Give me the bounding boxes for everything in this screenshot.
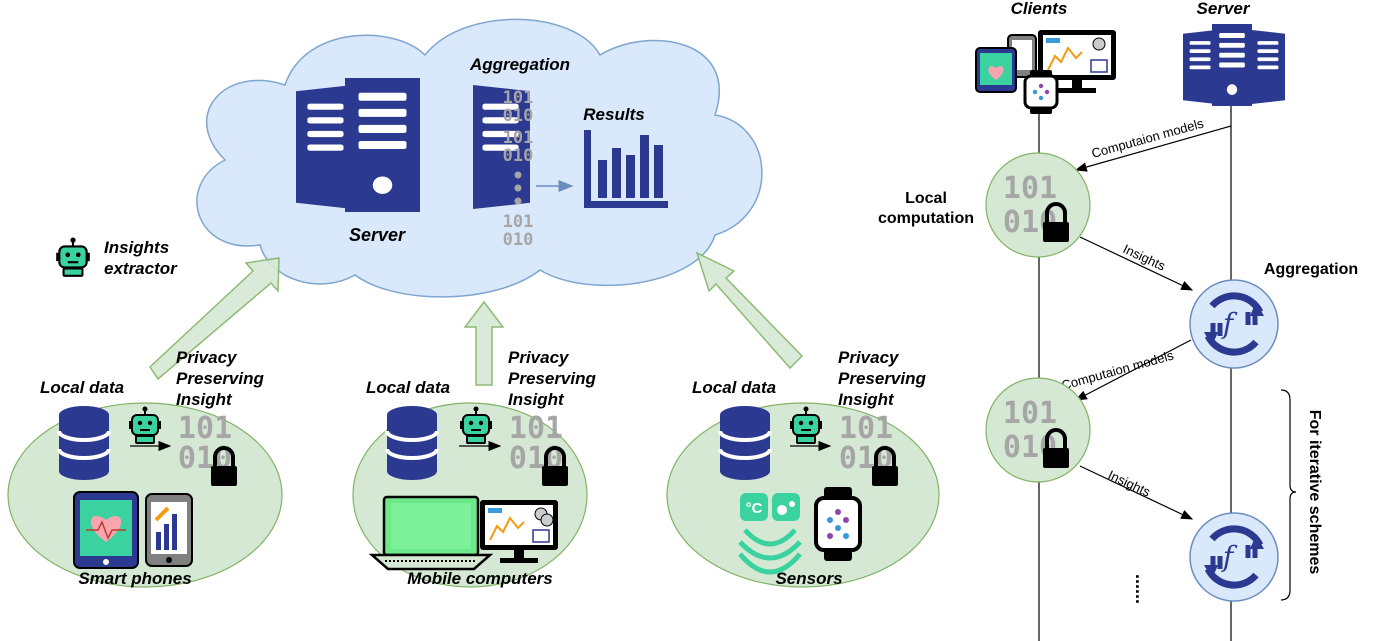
computation-models-arrow (1074, 339, 1192, 401)
monitor-icon (480, 500, 558, 563)
local-computation-node: 101 010 (985, 152, 1091, 258)
server-column-icon (1183, 24, 1285, 106)
clients-label: Clients (1011, 0, 1068, 18)
insights-label: Insights (1121, 241, 1168, 274)
continuation-ellipsis: ...... (1132, 574, 1152, 604)
upload-arrows (149, 251, 804, 386)
svg-text:°C: °C (746, 500, 763, 517)
legend-extractor-label: extractor (104, 259, 178, 278)
database-icon (385, 404, 439, 482)
svg-text:101: 101 (178, 411, 232, 446)
svg-text:101: 101 (503, 88, 534, 108)
local-data-label: Local data (40, 378, 124, 397)
insights-arrow (1079, 465, 1194, 520)
group-smart-phones: Local data Privacy Preserving Insight 10… (7, 348, 283, 588)
device-label: Sensors (775, 569, 842, 588)
insights-label: Insights (1106, 467, 1153, 500)
legend-insights-label: Insights (104, 238, 169, 257)
server-column-label: Server (1197, 0, 1251, 18)
tablet-icon (73, 491, 139, 569)
computation-models-label: Computaion models (1060, 347, 1176, 392)
iterative-schemes-label: For iterative schemes (1306, 410, 1323, 575)
local-computation-label-1: Local (905, 190, 947, 207)
binary-stack: 101 010 101 010 101 010 (503, 88, 534, 250)
local-computation-label-2: computation (878, 210, 974, 227)
insights-arrow (1079, 236, 1194, 291)
svg-text:101: 101 (1003, 171, 1057, 206)
local-data-label: Local data (692, 378, 776, 397)
cloud-server-icon (296, 78, 530, 212)
group-mobile-computers: Local data Privacy Preserving Insight 10… (352, 348, 596, 588)
svg-text:010: 010 (503, 106, 534, 126)
insight-label: Insight (176, 390, 233, 409)
legend-robot-icon (55, 236, 91, 277)
preserving-label: Preserving (838, 369, 926, 388)
computation-models-arrow (1074, 125, 1232, 172)
aggregation-label: Aggregation (469, 55, 570, 74)
bar-chart-icon (584, 130, 668, 208)
privacy-label: Privacy (508, 348, 570, 367)
preserving-label: Preserving (508, 369, 596, 388)
svg-text:101: 101 (503, 212, 534, 232)
preserving-label: Preserving (176, 369, 264, 388)
database-icon (57, 404, 111, 482)
local-data-label: Local data (366, 378, 450, 397)
aggregation-node-label: Aggregation (1264, 261, 1358, 278)
svg-text:010: 010 (503, 146, 534, 166)
privacy-label: Privacy (838, 348, 900, 367)
sensor-icon: °C (738, 493, 802, 575)
device-label: Smart phones (78, 569, 191, 588)
cloud-server-label: Server (349, 225, 406, 245)
device-label: Mobile computers (407, 569, 552, 588)
group-sensors: Local data Privacy Preserving Insight 10… (666, 348, 940, 588)
svg-text:101: 101 (1003, 396, 1057, 431)
results-label: Results (583, 105, 644, 124)
insight-label: Insight (838, 390, 895, 409)
svg-text:101: 101 (503, 128, 534, 148)
local-computation-node: 101 010 (985, 377, 1091, 483)
function-icon (1190, 280, 1278, 368)
laptop-icon (368, 495, 494, 571)
svg-text:101: 101 (839, 411, 893, 446)
client-devices-icon (975, 30, 1116, 114)
function-icon (1190, 513, 1278, 601)
phone-icon (145, 493, 193, 567)
privacy-label: Privacy (176, 348, 238, 367)
watch-icon (814, 487, 862, 561)
database-icon (718, 404, 772, 482)
iterative-bracket (1280, 389, 1297, 601)
insight-label: Insight (508, 390, 565, 409)
svg-text:101: 101 (509, 411, 563, 446)
svg-text:010: 010 (503, 230, 534, 250)
